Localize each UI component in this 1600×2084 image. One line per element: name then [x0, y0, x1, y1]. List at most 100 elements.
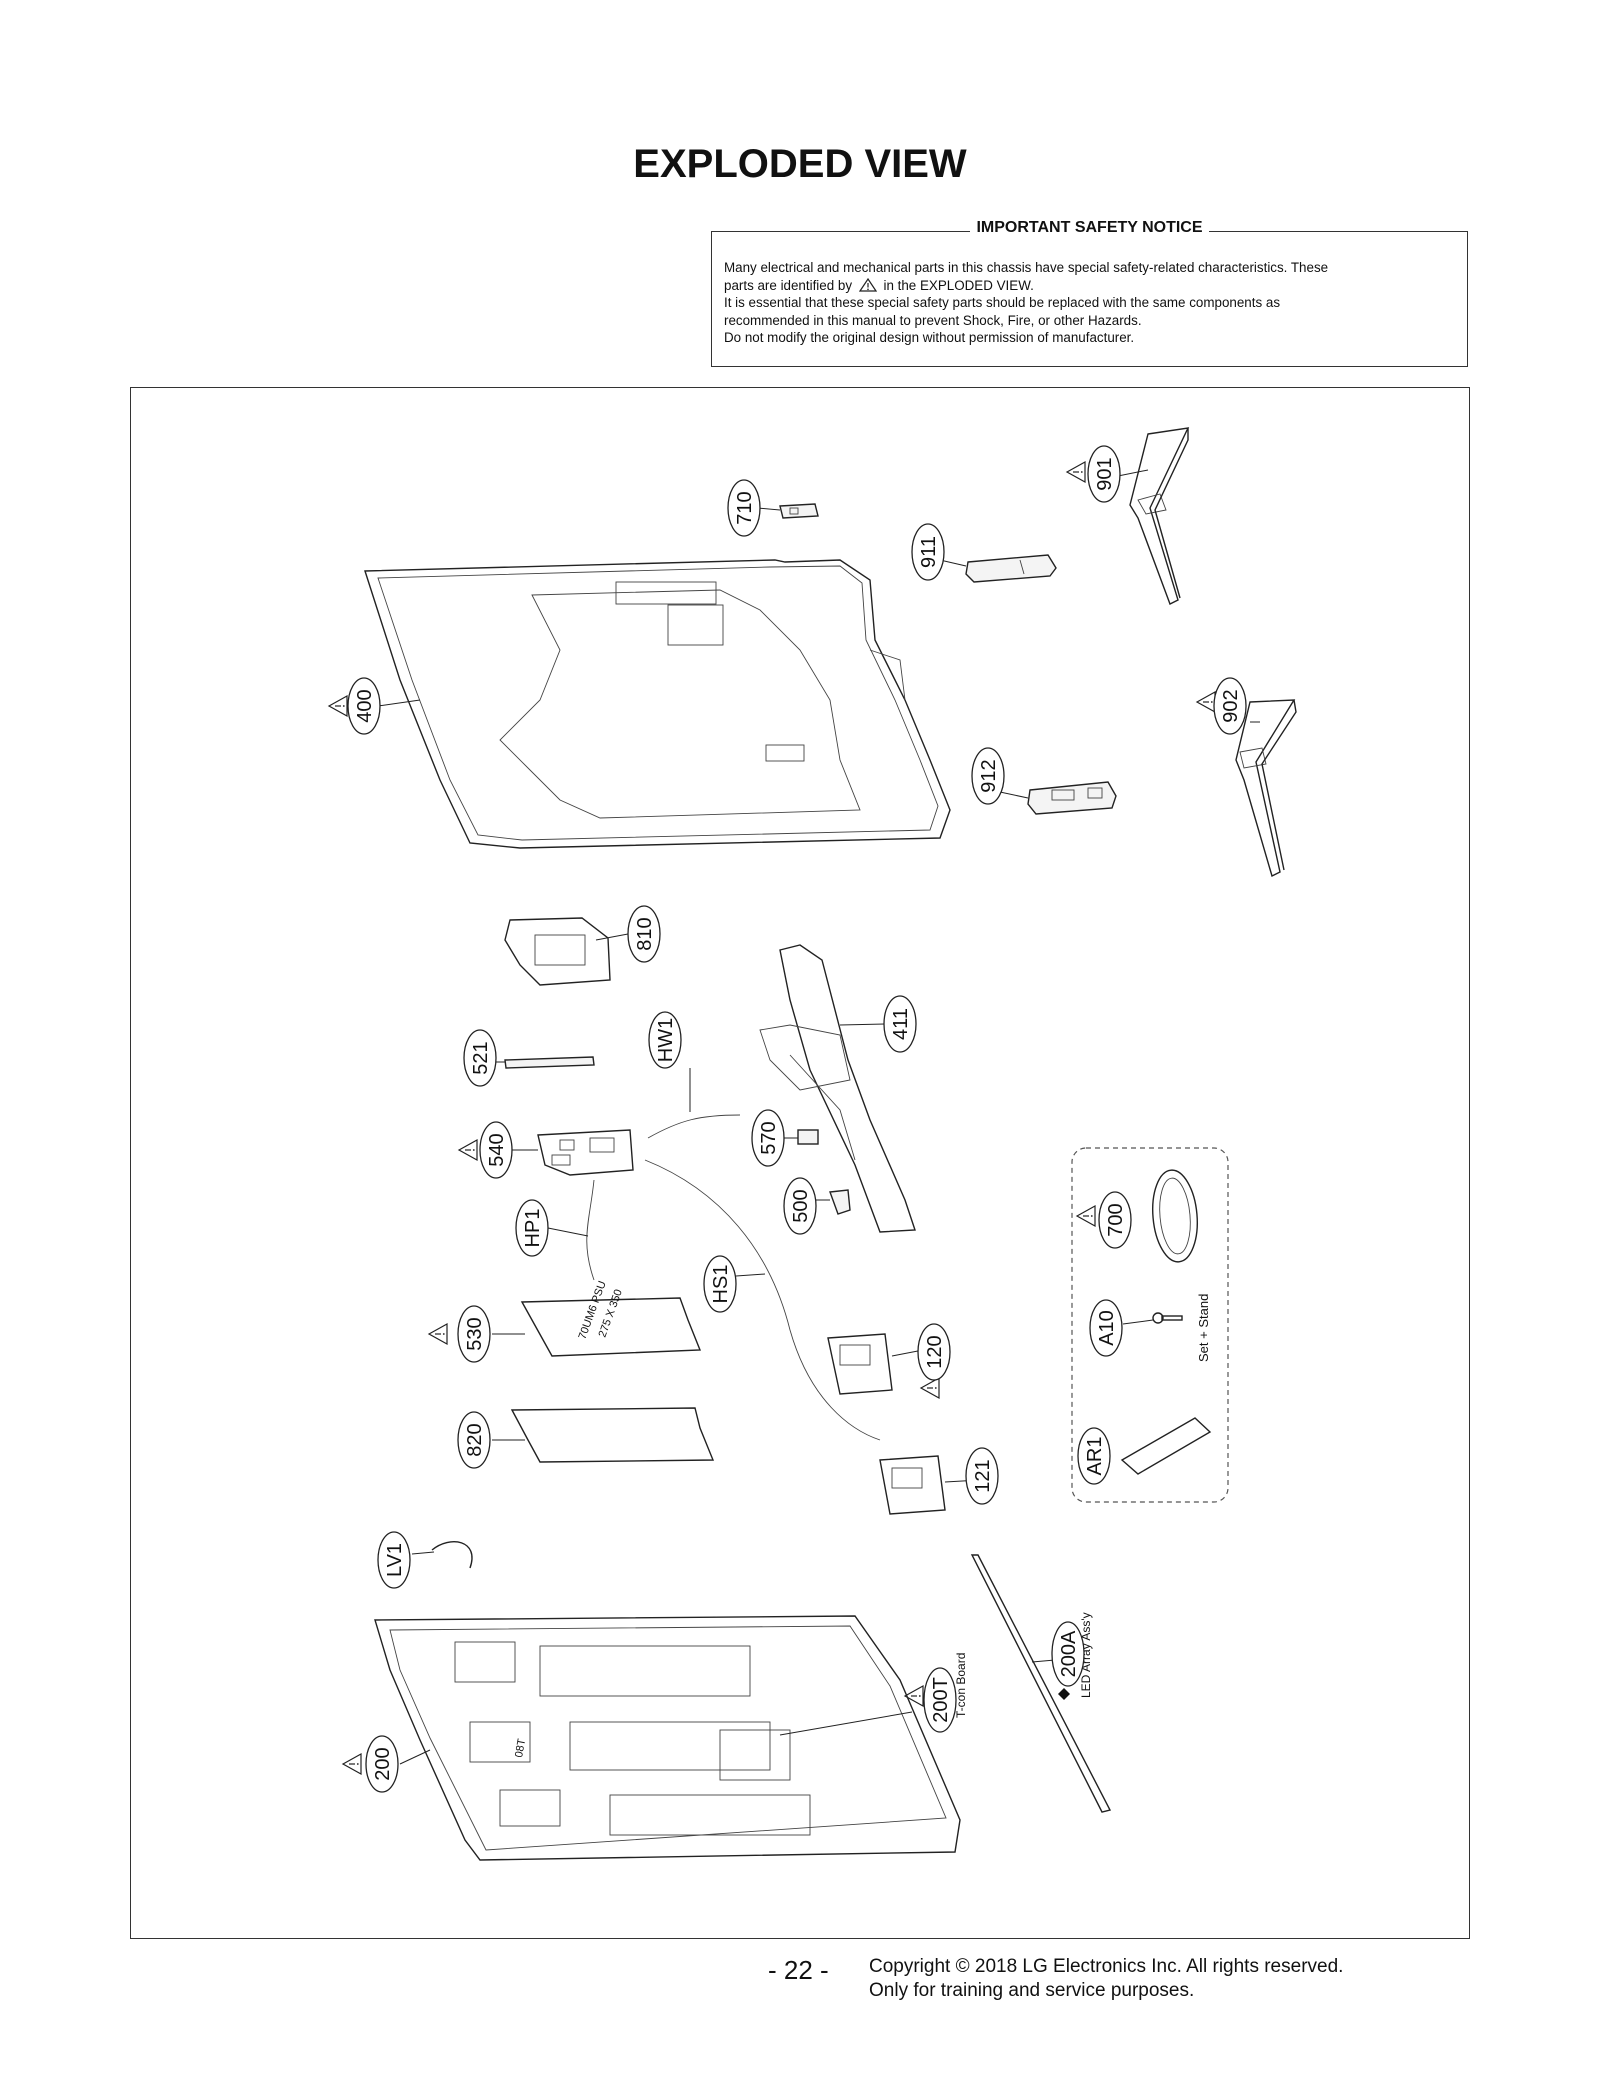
svg-text:LV1: LV1: [384, 1543, 406, 1577]
callout-200t: 200T: [923, 1667, 957, 1733]
part-710-bracket: [779, 503, 819, 519]
callout-912: 912: [971, 747, 1005, 805]
callout-820: 820: [457, 1411, 491, 1469]
part-200-panel: 08T: [374, 1615, 961, 1861]
part-200a-led-strip: [970, 1554, 1112, 1813]
callout-521: 521: [463, 1029, 497, 1087]
safety-notice-box: IMPORTANT SAFETY NOTICE Many electrical …: [711, 219, 1468, 367]
callout-570: 570: [751, 1109, 785, 1167]
svg-text:400: 400: [354, 689, 376, 722]
part-521-board: [504, 1056, 595, 1069]
callout-ar1: AR1: [1077, 1427, 1111, 1485]
callout-200: 200: [365, 1735, 399, 1793]
part-901-stand: [1129, 427, 1190, 605]
callout-hw1: HW1: [648, 1011, 682, 1069]
callout-700: 700: [1098, 1191, 1132, 1249]
part-ar1-remote: [1120, 1417, 1212, 1475]
part-a10-screw: [1152, 1312, 1183, 1324]
notice-line-4: recommended in this manual to prevent Sh…: [724, 312, 1142, 328]
tcon-board-label: T-con Board: [954, 1653, 968, 1718]
part-411-frame: [759, 944, 916, 1233]
panel-mark-label: 08T: [513, 1737, 528, 1758]
callout-901: 901: [1087, 445, 1121, 503]
svg-text:120: 120: [924, 1335, 946, 1368]
svg-text:HW1: HW1: [655, 1018, 677, 1062]
cable-hp1: [586, 1179, 595, 1281]
callout-lv1: LV1: [377, 1531, 411, 1589]
callout-120: 120: [917, 1323, 951, 1381]
callout-121: 121: [965, 1447, 999, 1505]
back-cover-part: [364, 559, 951, 849]
callout-411: 411: [883, 995, 917, 1053]
part-700-cable: [1152, 1169, 1198, 1263]
callout-902: 902: [1213, 677, 1247, 735]
svg-text:700: 700: [1105, 1203, 1127, 1236]
svg-text:200A: 200A: [1058, 1630, 1080, 1677]
set-stand-label: Set + Stand: [1196, 1294, 1211, 1362]
callout-200a: 200A: [1051, 1621, 1085, 1687]
part-530-power-board: 70UM6 PSU 275 X 350: [520, 1279, 702, 1357]
part-500: [829, 1189, 851, 1215]
cable-hs1: [644, 1159, 881, 1441]
part-120-speaker: [827, 1333, 893, 1395]
leader-lines: [377, 469, 1260, 1765]
led-array-label: LED Array Ass'y: [1079, 1612, 1093, 1698]
svg-text:902: 902: [1220, 689, 1242, 722]
page-number: - 22 -: [768, 1955, 829, 1985]
callout-hs1: HS1: [703, 1255, 737, 1313]
diamond-icon: [1058, 1688, 1070, 1700]
svg-text:911: 911: [918, 536, 940, 568]
copyright-line-2: Only for training and service purposes.: [869, 1980, 1195, 2001]
copyright-line-1: Copyright © 2018 LG Electronics Inc. All…: [869, 1956, 1344, 1977]
svg-text:530: 530: [464, 1317, 486, 1350]
svg-text:500: 500: [790, 1189, 812, 1222]
part-540-main-board: [537, 1129, 634, 1176]
notice-line-3: It is essential that these special safet…: [724, 295, 1281, 310]
accessory-box: [1071, 1147, 1229, 1503]
svg-text:901: 901: [1094, 457, 1116, 490]
callout-400: 400: [347, 677, 381, 735]
callout-500: 500: [783, 1177, 817, 1235]
svg-text:200T: 200T: [930, 1677, 952, 1723]
svg-text:HP1: HP1: [522, 1209, 544, 1248]
callout-530: 530: [457, 1305, 491, 1363]
svg-text:200: 200: [372, 1747, 394, 1780]
part-121-speaker: [879, 1455, 946, 1515]
svg-text:411: 411: [890, 1008, 912, 1040]
callout-a10: A10: [1089, 1299, 1123, 1357]
exploded-view-diagram-frame: [130, 387, 1470, 1939]
svg-text:810: 810: [634, 917, 656, 950]
callout-911: 911: [911, 523, 945, 581]
safety-notice-title: IMPORTANT SAFETY NOTICE: [970, 219, 1209, 236]
part-570: [797, 1129, 819, 1145]
part-902-stand: [1235, 699, 1297, 878]
svg-text:820: 820: [464, 1423, 486, 1456]
svg-text:AR1: AR1: [1084, 1437, 1106, 1476]
svg-text:121: 121: [972, 1459, 994, 1492]
part-820-sheet: [510, 1407, 715, 1463]
cable-lv1: [431, 1541, 473, 1569]
callout-810: 810: [627, 905, 661, 963]
notice-line-1: Many electrical and mechanical parts in …: [724, 260, 1329, 275]
callout-hp1: HP1: [515, 1199, 549, 1257]
part-912-module: [1027, 781, 1117, 815]
svg-text:HS1: HS1: [710, 1265, 732, 1304]
part-911-speaker: [965, 554, 1057, 583]
cable-hw1: [647, 1114, 741, 1139]
callout-710: 710: [727, 479, 761, 537]
svg-text:521: 521: [470, 1041, 492, 1074]
page-title: EXPLODED VIEW: [633, 142, 967, 186]
notice-line-5: Do not modify the original design withou…: [724, 330, 1135, 345]
warning-triangle-icon: [858, 277, 877, 292]
copyright-block: Copyright © 2018 LG Electronics Inc. All…: [869, 1955, 1343, 2003]
svg-text:710: 710: [734, 491, 756, 524]
part-810-bracket: [504, 917, 611, 986]
callout-540: 540: [479, 1121, 513, 1179]
svg-text:570: 570: [758, 1121, 780, 1154]
safety-notice-body: Many electrical and mechanical parts in …: [724, 259, 1455, 347]
svg-text:912: 912: [978, 759, 1000, 792]
notice-line-2: parts are identified by in the EXPLODED …: [724, 277, 1034, 293]
svg-text:540: 540: [486, 1133, 508, 1166]
svg-text:A10: A10: [1096, 1310, 1118, 1346]
